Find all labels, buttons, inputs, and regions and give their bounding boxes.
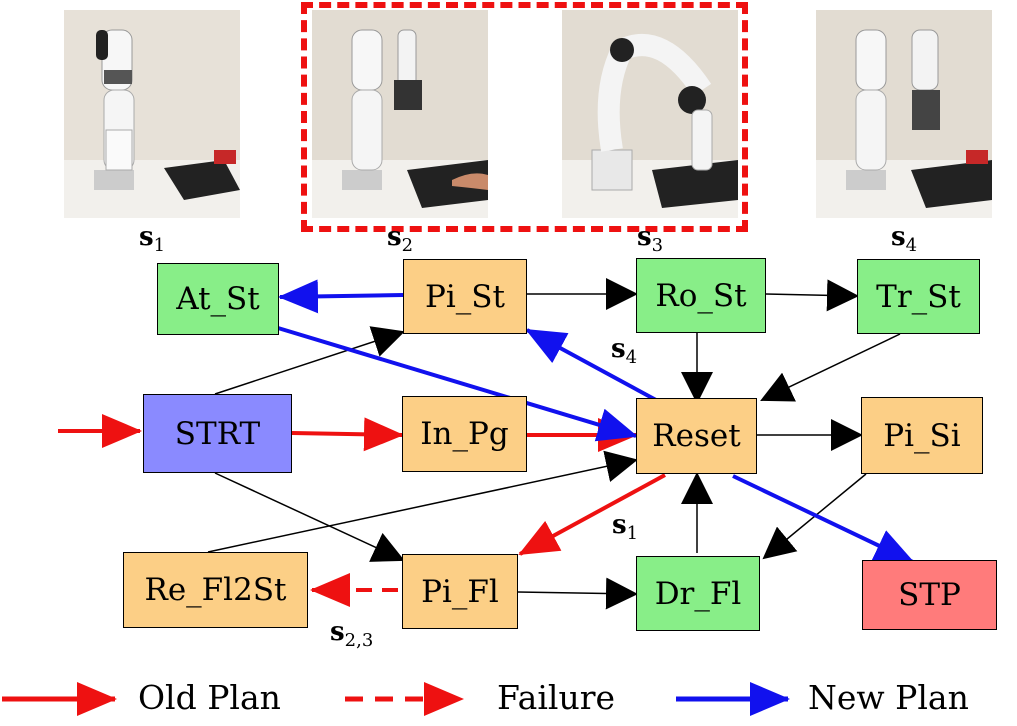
node-pi-st: Pi_St <box>403 259 527 334</box>
node-stp: STP <box>862 560 997 630</box>
old-plan-reset-pifl <box>518 473 666 556</box>
node-pi-fl: Pi_Fl <box>402 554 518 629</box>
edge-label-s4: s4 <box>611 334 638 369</box>
node-pi-si: Pi_Si <box>861 397 983 474</box>
photo-label-s1: s1 <box>138 222 166 257</box>
robot-photo-s1 <box>64 10 240 218</box>
photo-label-s4: s4 <box>890 222 918 257</box>
photo-label-s2: s2 <box>386 222 414 257</box>
robot-arm-image <box>64 10 240 218</box>
node-strt: STRT <box>143 394 292 473</box>
robot-photo-s2 <box>312 10 488 218</box>
new-plan-pist-atst <box>278 279 404 314</box>
edge-label-s23: s2,3 <box>330 617 374 652</box>
edge-label-s1: s1 <box>612 510 639 545</box>
node-at-st: At_St <box>157 263 279 335</box>
edge-rost-trst <box>765 279 859 312</box>
node-dr-fl: Dr_Fl <box>636 556 760 631</box>
robot-photo-s3 <box>562 10 738 218</box>
edge-strt-pist <box>214 326 405 395</box>
edge-trst-reset <box>760 333 901 402</box>
node-ro-st: Ro_St <box>636 258 766 333</box>
node-reset: Reset <box>636 398 757 474</box>
node-tr-st: Tr_St <box>857 259 980 334</box>
failure-highlight-box <box>301 2 748 232</box>
old-plan-strt-inpg <box>291 417 404 452</box>
edge-strt-pifl <box>214 472 405 562</box>
legend-old-plan-label: Old Plan <box>138 678 281 717</box>
robot-arm-image <box>816 10 992 218</box>
robot-arm-image <box>312 10 488 218</box>
new-plan-atst-reset <box>277 326 638 442</box>
legend-new-plan-label: New Plan <box>808 678 969 717</box>
photo-label-s3: s3 <box>636 222 664 257</box>
node-re-fl2st: Re_Fl2St <box>123 552 308 628</box>
robot-photo-s4 <box>816 10 992 218</box>
node-in-pg: In_Pg <box>402 396 527 472</box>
new-plan-reset-stp <box>732 474 915 564</box>
edge-refl2st-reset <box>207 450 638 553</box>
legend-failure-label: Failure <box>497 678 615 717</box>
robot-arm-image <box>562 10 738 218</box>
new-plan-reset-pist <box>525 328 657 402</box>
edge-pifl-drfl <box>517 577 638 610</box>
